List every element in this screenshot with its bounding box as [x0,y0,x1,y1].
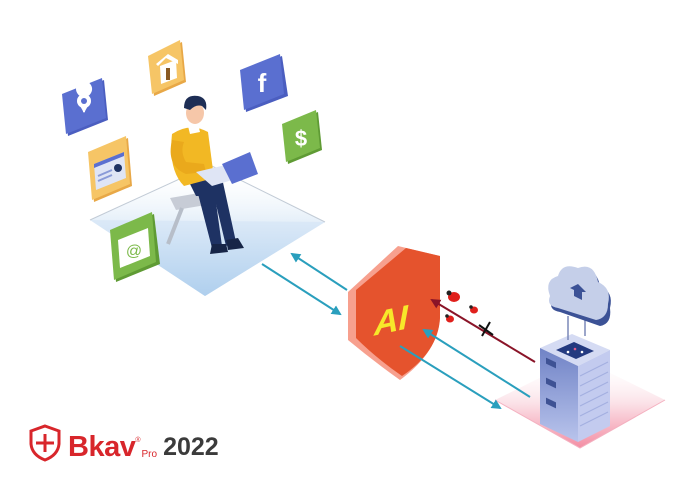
ai-server-arrows [399,328,531,410]
brand-name: Bkav [68,431,136,463]
person-with-laptop [170,95,258,254]
home-icon [148,40,186,96]
svg-text:f: f [258,68,267,98]
bkav-shield-icon [29,424,61,462]
dollar-icon: $ [282,110,322,164]
email-icon: @ [110,212,160,282]
year-label: 2022 [163,433,219,461]
bkav-pro-logo: Bkav ® Pro 2022 [28,422,219,462]
registered-mark: ® [135,437,141,444]
id-card-icon [88,136,132,202]
svg-text:@: @ [126,243,142,260]
svg-text:$: $ [295,126,307,151]
ai-shield [348,246,440,380]
location-pin-icon [62,78,108,136]
cloud-upload-icon [548,266,611,340]
edition-label: Pro [141,449,158,460]
user-ai-arrows [261,252,348,316]
ai-shield-label: AI [374,298,408,344]
blocked-threat-arrow [430,298,536,363]
server-tower [540,334,610,442]
malware-bug-icons [445,290,478,323]
facebook-icon: f [240,54,288,112]
